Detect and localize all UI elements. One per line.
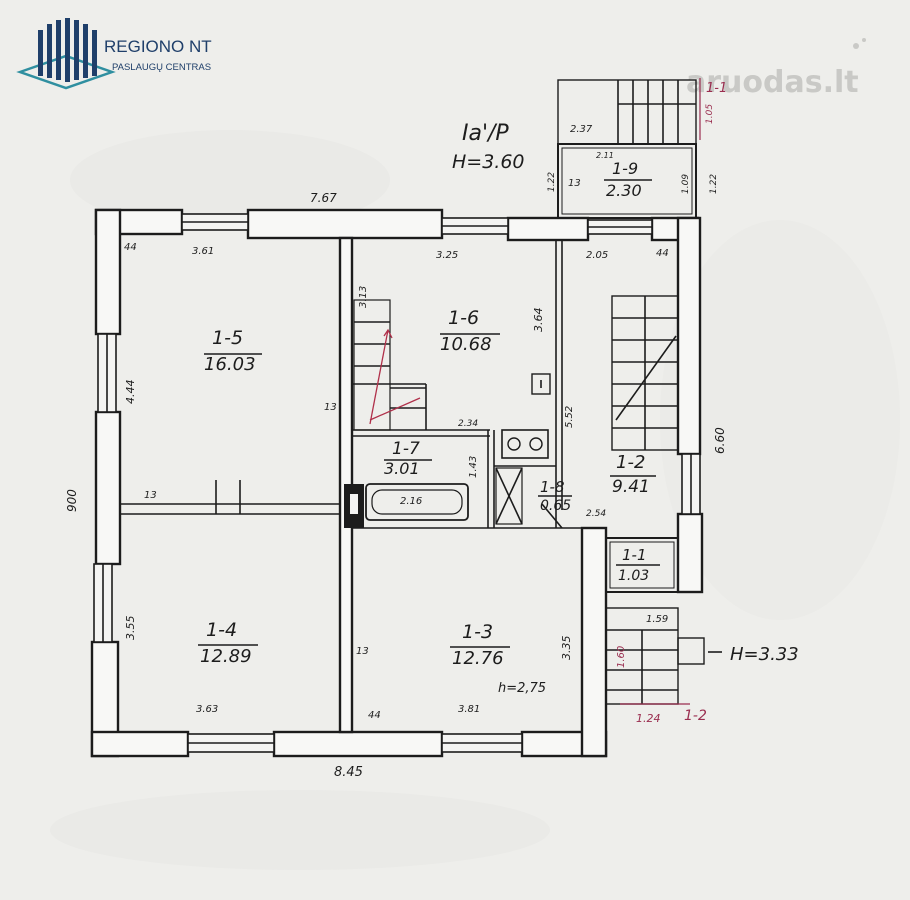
dim-r9-inner: 2.11	[596, 151, 614, 160]
dim-r6-top: 3.25	[436, 250, 458, 261]
dim-right-overall: 6.60	[713, 427, 727, 454]
window-top-3	[587, 219, 653, 235]
dim-r6-right: 3.64	[532, 308, 545, 333]
section-annotations: 1-1 1.05 1-2 1.60 1.24	[616, 81, 727, 725]
room-id: 1-3	[462, 621, 493, 643]
logo-building-icon	[16, 18, 116, 90]
room-id: 1-8	[540, 478, 565, 496]
top-steps	[557, 79, 697, 145]
entry-room-1-1	[605, 537, 679, 593]
dim-left-overall: 900	[65, 489, 79, 512]
logo-name: REGIONO NT	[104, 37, 212, 56]
room-1-7: 1-7 3.01	[384, 439, 432, 478]
dim-r9-right: 1.09	[681, 174, 691, 194]
dim-r9-wall: 13	[568, 178, 581, 189]
window-bottom-1	[187, 733, 275, 753]
dim-r5-top: 3.61	[192, 246, 214, 257]
paper-texture	[50, 130, 900, 870]
dim-r4-left: 3.55	[124, 616, 137, 641]
watermark: aruodas.lt	[686, 38, 866, 100]
dim-r3-corner: 44	[368, 710, 381, 721]
plan-height: H=3.60	[452, 151, 525, 173]
room-1-2: 1-2 9.41	[610, 452, 656, 497]
logo: REGIONO NT PASLAUGŲ CENTRAS	[16, 18, 212, 90]
plan-code: Ia'/P	[462, 121, 509, 146]
section-2-label: 1-2	[684, 708, 707, 724]
room-area: 16.03	[204, 354, 256, 375]
dim-r8-bottom: 2.54	[586, 509, 606, 519]
room-id: 1-4	[206, 619, 237, 641]
dim-r3-right: 3.35	[560, 636, 573, 661]
room-area: 12.76	[452, 648, 504, 669]
entry-red-b: 1.24	[636, 712, 661, 725]
dim-r5-left: 4.44	[124, 380, 137, 405]
dim-r9-top: 2.37	[570, 124, 593, 135]
closet-cross	[495, 467, 523, 525]
logo-subtitle: PASLAUGŲ CENTRAS	[112, 62, 211, 73]
outer-walls	[90, 208, 704, 758]
room-id: 1-5	[212, 327, 243, 349]
dim-r4-bottom: 3.63	[196, 704, 218, 715]
dimensions: 7.67 8.45 900 6.60 3.61 44 4.44 3.25 3.1…	[65, 124, 799, 780]
room-area: 10.68	[440, 334, 492, 355]
bathtub	[365, 483, 469, 521]
stove	[501, 429, 549, 459]
room-1-3: 1-3 12.76	[450, 621, 510, 669]
room-1-4: 1-4 12.89	[198, 619, 258, 667]
room-area: 3.01	[384, 459, 420, 478]
inner-stairs	[353, 299, 426, 431]
window-top-1	[181, 213, 249, 231]
room-area: 2.30	[606, 181, 642, 200]
dim-wall-13-b: 13	[144, 490, 157, 501]
sink	[531, 373, 551, 395]
dim-r5-corner: 44	[124, 242, 137, 253]
dim-r1-bottom: 1.59	[646, 614, 668, 625]
room-1-6: 1-6 10.68	[440, 307, 500, 355]
dim-r6-left: 3.13	[358, 286, 369, 308]
dim-entry-height: H=3.33	[730, 644, 799, 665]
dim-r2-corner: 44	[656, 248, 669, 259]
room-area: 1.03	[618, 568, 649, 584]
dim-stair-right: 1.22	[709, 174, 719, 194]
room-id: 1-6	[448, 307, 479, 329]
room-1-1: 1-1 1.03	[616, 546, 660, 584]
dim-r6-inner: 5.52	[564, 406, 575, 428]
dim-r7-right: 1.43	[468, 456, 479, 478]
room-id: 1-2	[616, 452, 645, 473]
dim-r7-bath: 2.16	[400, 496, 422, 507]
entry-steps	[605, 607, 722, 705]
section-1-label: 1-1	[706, 81, 727, 96]
window-left-1	[97, 333, 117, 413]
entry-red-a: 1.60	[616, 646, 627, 668]
watermark-text: aruodas.lt	[686, 65, 859, 100]
section-1-extra: 1.05	[705, 104, 715, 124]
window-bottom-2	[441, 733, 523, 753]
dim-r3-bottom: 3.81	[458, 704, 480, 715]
room-area: 0.65	[540, 498, 571, 514]
window-left-2	[93, 563, 113, 643]
room-1-9: 1-9 2.30	[604, 159, 652, 200]
dim-r3-height: h=2,75	[498, 681, 546, 696]
dim-top-overall: 7.67	[310, 191, 337, 205]
windows	[93, 213, 701, 753]
room-id: 1-7	[392, 439, 420, 459]
room-1-8: 1-8 0.65	[538, 478, 572, 514]
dim-r2-top: 2.05	[586, 250, 608, 261]
chimney	[344, 484, 364, 528]
dim-wall-13-a: 13	[324, 402, 337, 413]
room-1-5: 1-5 16.03	[204, 327, 262, 375]
room-id: 1-1	[622, 546, 647, 564]
dim-bottom-overall: 8.45	[334, 765, 363, 780]
window-top-2	[441, 217, 509, 235]
dim-wall-13-c: 13	[356, 646, 369, 657]
room-area: 12.89	[200, 646, 252, 667]
room-area: 9.41	[612, 477, 650, 497]
dim-r7-top: 2.34	[458, 419, 478, 429]
dim-r9-left: 1.22	[547, 172, 557, 192]
room-id: 1-9	[612, 159, 638, 178]
window-right	[681, 453, 701, 515]
hall-staircase	[611, 295, 679, 451]
